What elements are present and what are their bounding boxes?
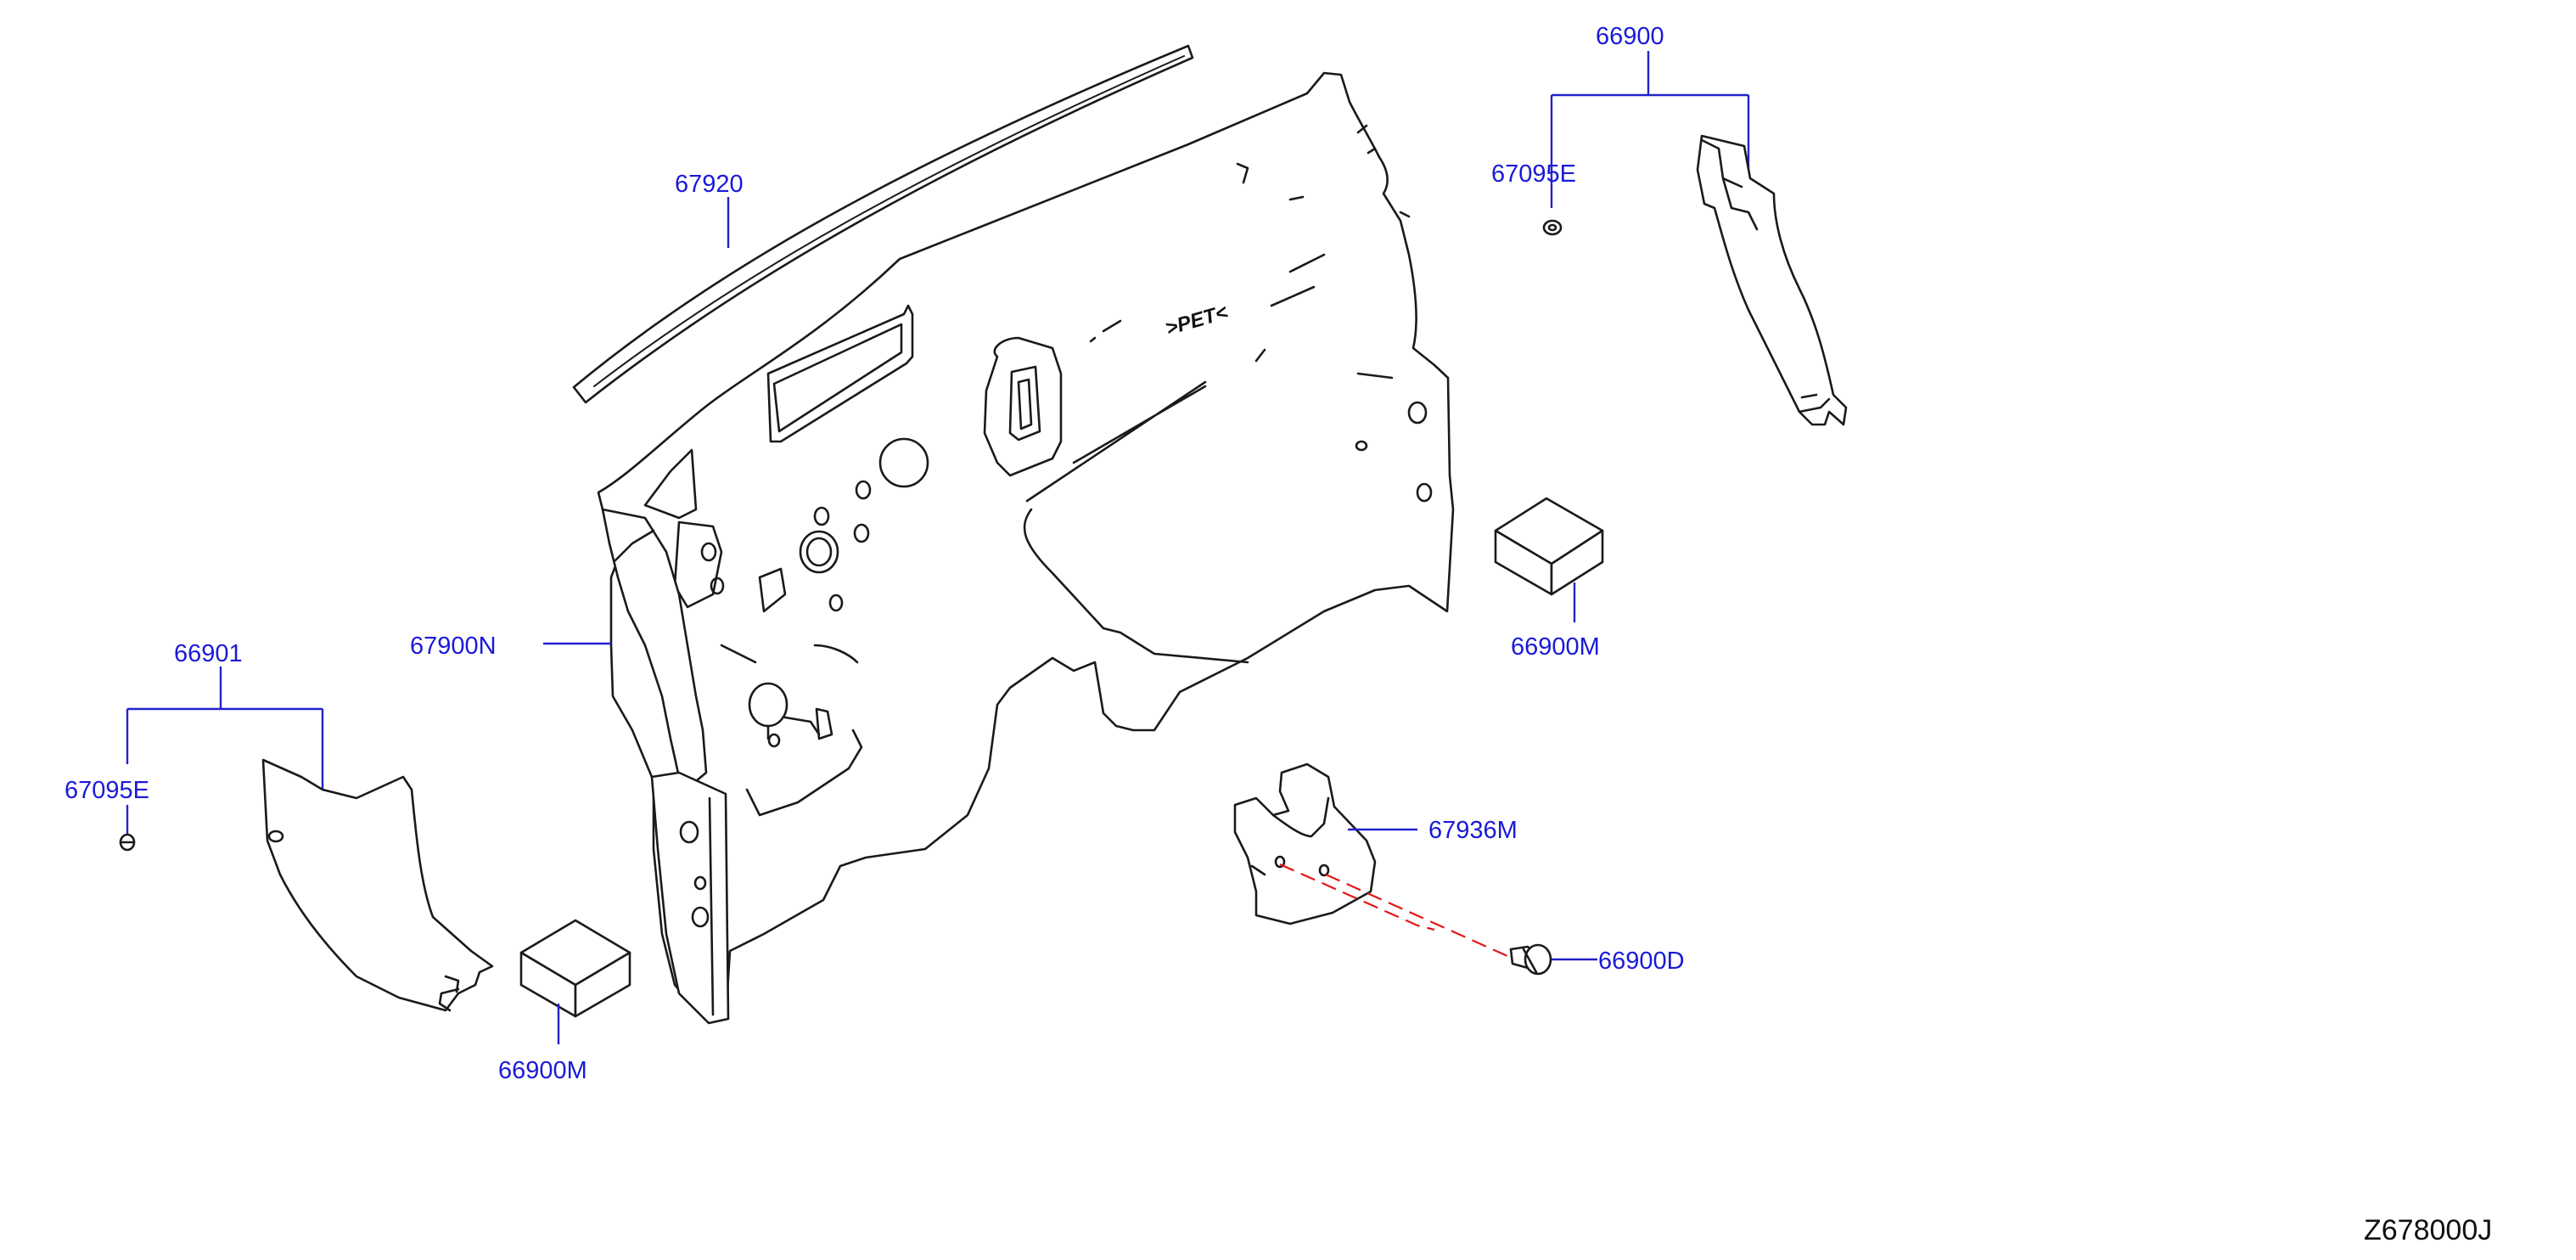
label-66900D[interactable]: 66900D — [1598, 948, 1685, 975]
dash-insulator-67900N[interactable]: >PET< — [597, 71, 1455, 1021]
label-67900N[interactable]: 67900N — [410, 633, 497, 660]
clip-67095E-right[interactable] — [1542, 219, 1563, 236]
weatherstrip-67920[interactable] — [572, 44, 1194, 404]
block-66900M-right[interactable] — [1494, 497, 1604, 596]
drawing-code: Z678000J — [2364, 1214, 2492, 1246]
clip-66900D[interactable] — [1509, 943, 1552, 976]
bracket-66900 — [1550, 51, 1750, 208]
side-trim-66900[interactable] — [1696, 134, 1848, 426]
side-trim-66901[interactable] — [261, 758, 494, 1012]
label-67936M[interactable]: 67936M — [1428, 817, 1518, 844]
label-66901[interactable]: 66901 — [174, 640, 243, 667]
label-66900M-left[interactable]: 66900M — [498, 1057, 587, 1084]
pillar-strip — [601, 508, 730, 1025]
clip-67095E-left[interactable] — [119, 833, 136, 852]
pad-67936M[interactable] — [1233, 762, 1377, 925]
label-67095E-left[interactable]: 67095E — [65, 777, 149, 804]
label-66900M-right[interactable]: 66900M — [1511, 633, 1600, 661]
bracket-66901 — [126, 667, 324, 790]
assembly-line-2 — [1325, 873, 1516, 961]
label-67920[interactable]: 67920 — [675, 171, 744, 198]
label-67095E-right[interactable]: 67095E — [1491, 160, 1576, 188]
label-66900[interactable]: 66900 — [1596, 23, 1664, 50]
block-66900M-left[interactable] — [519, 919, 631, 1018]
assembly-line-1 — [1279, 863, 1435, 931]
